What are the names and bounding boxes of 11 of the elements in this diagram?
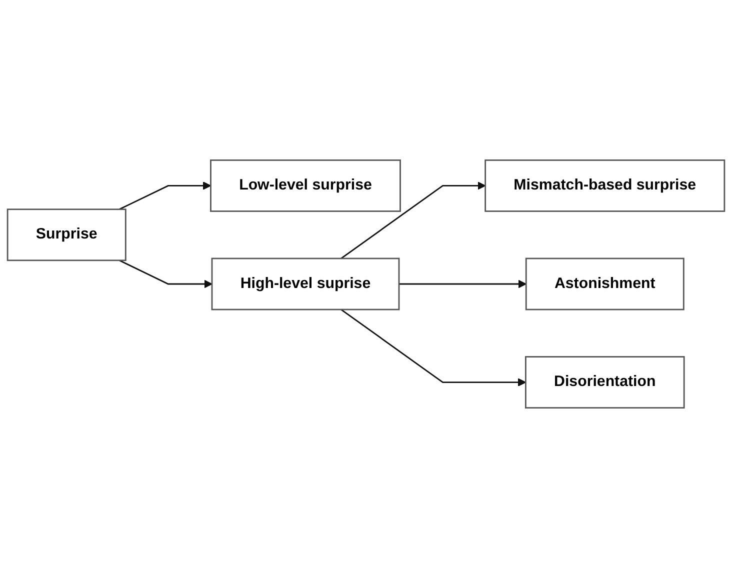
node-box: Astonishment <box>525 258 684 310</box>
node-box: High-level suprise <box>211 258 400 310</box>
arrow <box>340 308 526 386</box>
arrow <box>119 182 212 210</box>
arrow <box>340 182 486 260</box>
arrow <box>119 260 212 288</box>
node-box: Surprise <box>6 208 126 262</box>
node-box: Low-level surprise <box>210 159 401 212</box>
node-box: Disorientation <box>524 356 685 409</box>
node-box: Mismatch-based surprise <box>484 159 726 212</box>
arrow <box>399 280 526 288</box>
